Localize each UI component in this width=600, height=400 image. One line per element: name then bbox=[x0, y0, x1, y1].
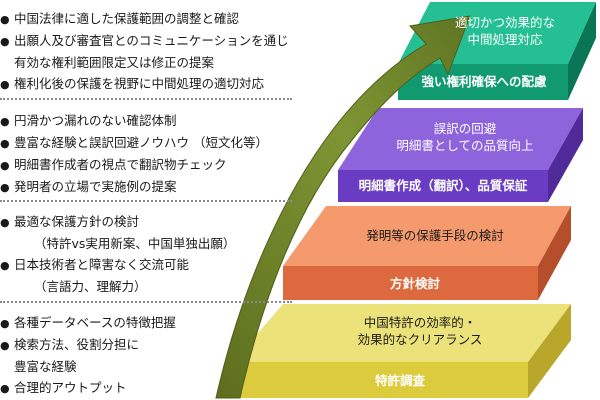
step-2-top bbox=[283, 206, 571, 266]
note-item: 検索方法、役割分担に bbox=[0, 334, 300, 356]
notes-group-4: 各種データベースの特徴把握 検索方法、役割分担に 豊富な経験 合理的アウトプット bbox=[0, 312, 300, 399]
step-1 bbox=[233, 304, 571, 398]
step-4-top-line1: 適切かつ効果的な bbox=[454, 15, 555, 30]
note-item: 合理的アウトプット bbox=[0, 377, 300, 399]
note-item: 発明者の立場で実施例の提案 bbox=[0, 176, 300, 198]
step-4-top-label: 適切かつ効果的な 中間処理対応 bbox=[430, 14, 580, 48]
step-1-top-label: 中国特許の効率的・ 効果的なクリアランス bbox=[300, 314, 540, 348]
notes-group-1: 中国法律に適した保護範囲の調整と確認 出願人及び審査官とのコミュニケーションを通… bbox=[0, 8, 300, 95]
step-3-top-label: 誤訳の回避 明細書としての品質向上 bbox=[360, 120, 570, 154]
note-item-continued: （特許vs実用新案、中国単独出願） bbox=[34, 236, 236, 251]
step-2 bbox=[283, 206, 571, 300]
step-3-top bbox=[338, 108, 583, 170]
separator-2 bbox=[0, 200, 292, 202]
note-item: 権利化後の保護を視野に中間処理の適切対応 bbox=[0, 73, 300, 95]
separator-1 bbox=[0, 98, 292, 100]
note-item: 出願人及び審査官とのコミュニケーションを通じ bbox=[0, 30, 300, 52]
step-1-front-label: 特許調査 bbox=[374, 373, 425, 388]
step-1-top-line1: 中国特許の効率的・ bbox=[363, 315, 477, 330]
step-1-top bbox=[233, 304, 571, 362]
step-3-front-label: 明細書作成（翻訳）、品質保証 bbox=[358, 178, 528, 193]
note-item-continued: （言語力、理解力） bbox=[34, 279, 147, 294]
notes-group-2: 円滑かつ漏れのない確認体制 豊富な経験と誤訳回避ノウハウ （短文化等） 明細書作… bbox=[0, 110, 300, 198]
step-1-side bbox=[528, 304, 571, 398]
step-4-side bbox=[568, 2, 596, 100]
step-2-front-label: 方針検討 bbox=[389, 276, 440, 291]
note-item: 豊富な経験と誤訳回避ノウハウ （短文化等） bbox=[0, 132, 300, 154]
note-item: 明細書作成者の視点で翻訳物チェック bbox=[0, 154, 300, 176]
step-3-top-line1: 誤訳の回避 bbox=[433, 121, 497, 136]
step-3 bbox=[338, 108, 583, 202]
note-item: 各種データベースの特徴把握 bbox=[0, 312, 300, 334]
note-item-continued: 有効な権利範囲限定又は修正の提案 bbox=[14, 55, 215, 70]
step-4-top-line2: 中間処理対応 bbox=[467, 32, 543, 47]
step-3-side bbox=[548, 108, 583, 202]
separator-3 bbox=[0, 301, 292, 303]
step-3-top-line2: 明細書としての品質向上 bbox=[396, 138, 534, 153]
notes-group-3: 最適な保護方針の検討 （特許vs実用新案、中国単独出願） 日本技術者と障害なく交… bbox=[0, 211, 300, 297]
note-item: 中国法律に適した保護範囲の調整と確認 bbox=[0, 8, 300, 30]
step-2-front bbox=[283, 266, 538, 300]
step-1-top-line2: 効果的なクリアランス bbox=[357, 332, 483, 347]
step-3-front bbox=[338, 170, 548, 202]
step-1-front bbox=[233, 362, 528, 398]
note-item: 円滑かつ漏れのない確認体制 bbox=[0, 110, 300, 132]
note-item-continued: 豊富な経験 bbox=[14, 359, 77, 374]
step-2-top-label: 発明等の保護手段の検討 bbox=[366, 228, 504, 243]
note-item: 日本技術者と障害なく交流可能 bbox=[0, 254, 300, 276]
step-4-front bbox=[398, 64, 568, 100]
step-4-front-label: 強い権利確保への配慮 bbox=[421, 74, 547, 89]
note-item: 最適な保護方針の検討 bbox=[0, 211, 300, 233]
step-2-side bbox=[538, 206, 571, 300]
